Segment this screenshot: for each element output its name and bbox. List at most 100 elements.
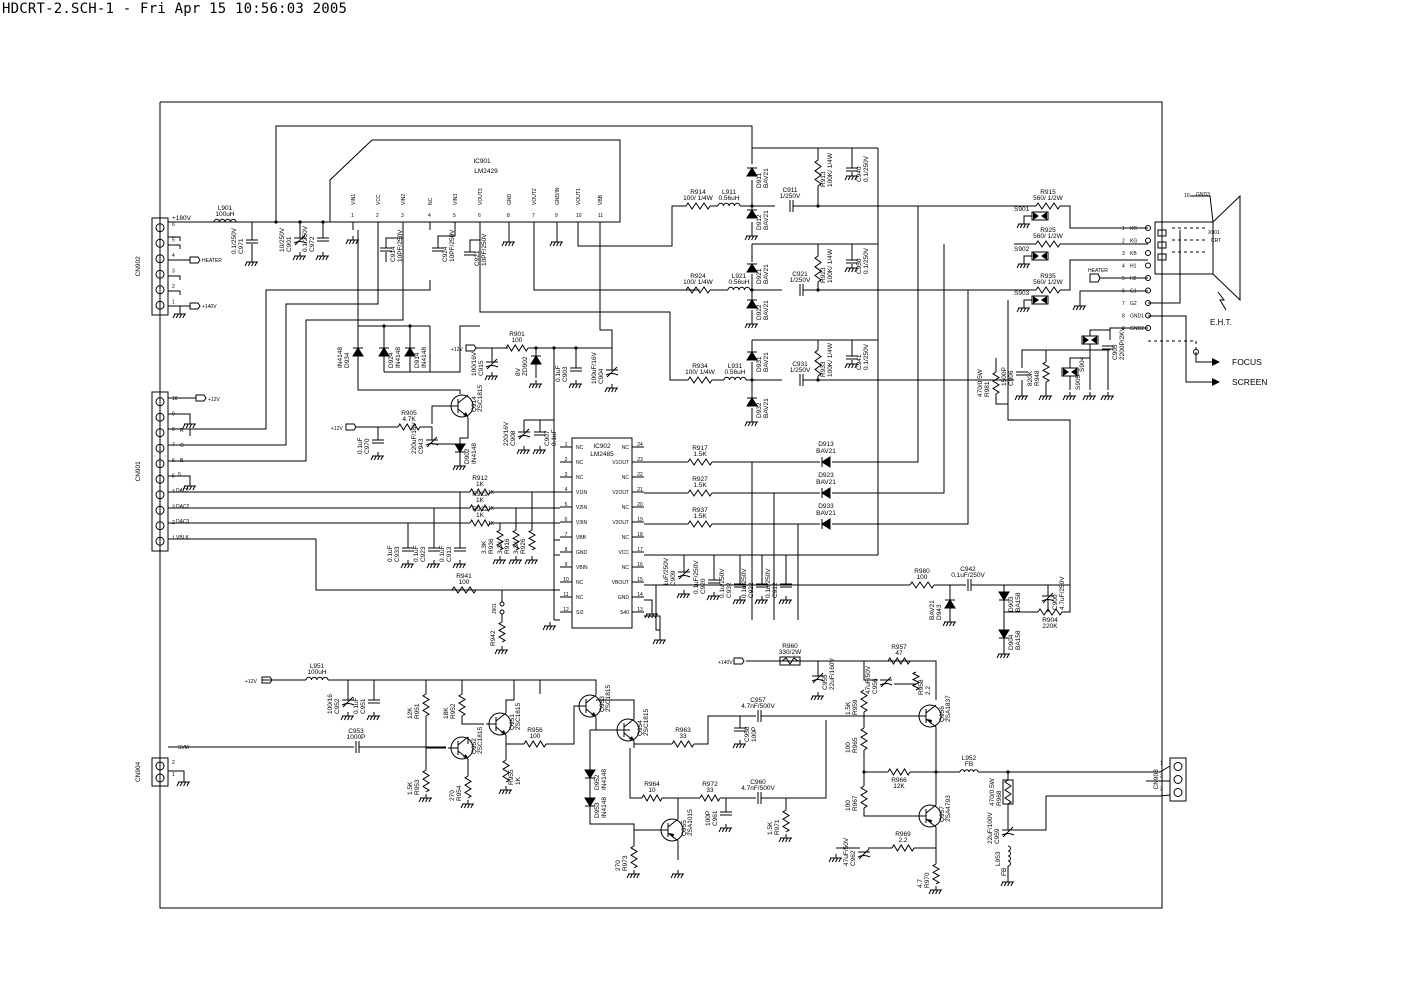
value-d921: BAV21 [763,264,770,284]
wire [644,615,661,636]
cn901-label: B [180,458,184,464]
ref-r980: R980 [914,568,930,575]
wire [589,806,635,846]
value-q914: 2SC1815 [477,385,484,412]
ic902-pin-name: NC [576,460,584,466]
ic902-pin-num: 14 [637,592,643,598]
crt-pin-num: 2 [1122,239,1125,245]
resistor-r912 [469,487,491,497]
ic901-pin-num: 6 [478,213,481,219]
resistor-r926 [527,529,537,551]
value-r914: 100/ 1/4W [683,195,713,202]
ic902-pin-name: V1OUT [612,460,629,466]
crt-pin-name: GND2 [1130,326,1144,332]
wire [1023,215,1032,220]
wire [595,717,614,731]
wire [832,244,945,494]
ref-r925: R925 [1040,227,1056,234]
wire [505,680,515,713]
diode-d904 [998,629,1010,639]
value-r912: 1K [476,481,485,488]
ref-l901: L901 [218,205,233,212]
value-d902: IN4148 [471,443,478,464]
wire [1089,329,1110,336]
ic902-pin-num: 19 [637,517,643,523]
focus-label: FOCUS [1232,357,1262,367]
ground-symbol [996,650,1010,659]
value-1k: 1K [488,506,495,512]
value-c905: 2200P/2KV [1119,326,1126,360]
ic902-pin-name: V2IN [576,505,588,511]
ground-symbol [706,592,720,601]
wire [168,538,560,591]
ref-l953: L953 [995,851,1002,866]
resistor-r927 [687,489,713,497]
resistor-r916 [511,529,521,551]
ref-r917: R917 [692,445,708,452]
resistor-r951 [422,693,430,717]
resistor-r904 [1037,608,1063,616]
ground-symbol [366,712,380,721]
capacitor-c903 [570,367,582,372]
ic901-pin-num: 10 [576,213,582,219]
junction-dot [534,346,538,350]
wire [761,720,827,799]
ground-symbol [778,596,792,605]
value-q951: 2SC1815 [515,703,522,730]
ground-symbol [501,238,515,247]
value-r916: 3.3K [497,540,504,554]
value-r915: 560/ 1/2W [1033,195,1063,202]
connector-pin-num: 2 [172,284,175,290]
ref-c959: C959 [994,828,1001,844]
ref-s904: S904 [1079,356,1086,372]
ref-l921: L921 [732,273,747,280]
capacitor-c921 [464,251,476,256]
wire [1190,195,1214,223]
value-q956: 2SA1837 [945,695,952,722]
wire [1148,230,1181,304]
ref-c970: C970 [364,438,371,454]
ic902-pin-num: 1 [565,442,568,448]
crt-pin-name: GND1 [1130,314,1144,320]
wire [384,325,480,373]
crt-eht-label: E.H.T. [1210,318,1232,327]
value-r917: 1.5K [693,451,707,458]
ref-r965: R965 [852,737,859,753]
value-d933: BAV21 [816,510,836,517]
resistor-r957 [887,657,911,665]
ref-c900: C900 [1052,594,1059,610]
value-d924: IN4148 [395,347,402,368]
wire [459,417,469,444]
ref-r914: R914 [690,189,706,196]
ground-symbol [670,870,684,879]
crt-pin [1145,262,1151,269]
ground-symbol [1062,392,1076,401]
value-r935: 560/ 1/2W [1033,279,1063,286]
value-c911: 1/250V [780,193,801,200]
connector-pin-num: 4 [172,253,175,259]
value-r955: 1K [515,776,522,785]
ic901-pin-num: 2 [376,213,379,219]
ref-q957: Q957 [939,806,946,822]
capacitor-c960 [757,792,762,804]
wire [1023,255,1032,260]
ic902-lm2485 [560,437,644,629]
value-d923: BAV21 [816,479,836,486]
ref-r937: R937 [692,507,708,514]
ic901-pin-num: 7 [532,213,535,219]
ic902-pin-num: 24 [637,442,643,448]
value-l953: FB [1001,868,1008,876]
value-d943: BAV21 [929,600,936,620]
crt-pin-name: H1 [1130,264,1137,270]
capacitor-c921 [799,284,804,296]
value-c957: 4.7nF/500V [741,703,775,710]
value-q955: 2SA1015 [687,809,694,836]
ic901-pin-name: GND [507,194,513,206]
ref-c908: C908 [510,430,517,446]
capacitor-c904 [605,366,619,378]
ground-symbol [315,252,329,261]
ic901-ref: IC901 [473,158,491,165]
ground-symbol [494,646,508,655]
ref-r905: R905 [401,410,417,417]
ground-symbol [718,824,732,833]
